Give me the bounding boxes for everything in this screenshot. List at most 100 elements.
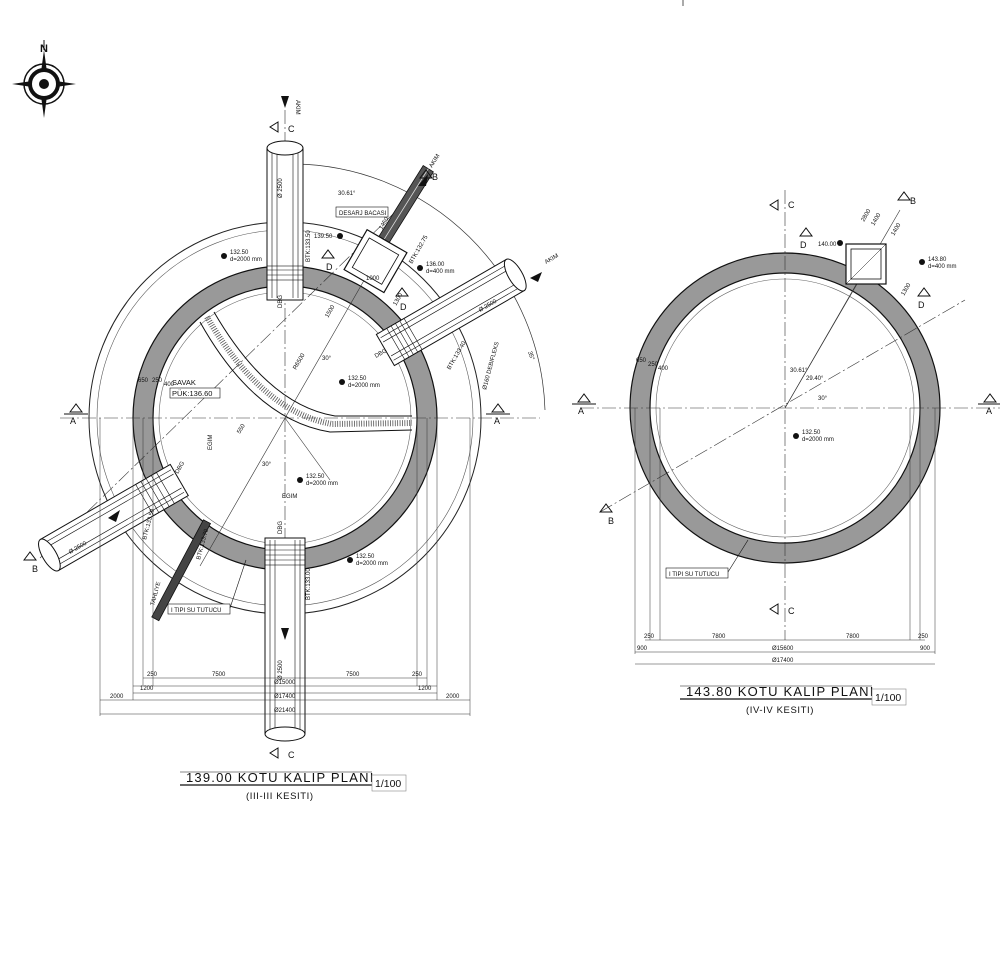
- su-tutucu-leader: [229, 559, 247, 609]
- left-plan-scale: 1/100: [375, 778, 401, 790]
- right-radial-line-2: [784, 209, 901, 409]
- right-su-tutucu-leader: [727, 539, 749, 573]
- pipe-top-label: Ø 2500: [278, 178, 284, 198]
- right-dim-250a: 250: [644, 634, 655, 640]
- north-label: N: [40, 43, 48, 55]
- dim-1200a: 1200: [140, 686, 154, 692]
- pipe-top: [266, 140, 304, 301]
- section-marker-d-left-icon: [321, 249, 335, 259]
- left-radial-line-2: [199, 417, 286, 567]
- right-plan-title: 143.80 KOTU KALIP PLANI: [686, 684, 875, 699]
- btk-label-5: BTK:133.00: [306, 568, 312, 600]
- section-b-left: B: [32, 564, 38, 574]
- dim-650: 650: [138, 378, 149, 384]
- svg-text:d=2000 mm: d=2000 mm: [348, 383, 380, 389]
- svg-text:132.50: 132.50: [348, 376, 367, 382]
- right-dim-15600: Ø15600: [772, 646, 794, 652]
- radius-label-1: R6500: [293, 352, 307, 371]
- svg-text:139.50: 139.50: [314, 234, 333, 240]
- section-marker-d-right-icon: [395, 287, 409, 297]
- angle-label-4: 35°: [526, 351, 535, 362]
- right-elev-top: 143.80 d=400 mm: [919, 257, 957, 270]
- drain-pipe: [151, 519, 212, 622]
- elev-marker-small: 139.50: [314, 233, 343, 240]
- svg-text:132.50: 132.50: [356, 554, 375, 560]
- angle-label-1: 30.61°: [338, 191, 356, 197]
- flow-arrow-top-icon: [281, 96, 289, 108]
- right-section-b-left: B: [608, 516, 614, 526]
- right-su-tutucu-label: I TIPI SU TUTUCU: [669, 572, 719, 578]
- btk-label-6: BTK:132.75: [409, 234, 430, 265]
- dim-1200b: 1200: [418, 686, 432, 692]
- savak-kot-label: PÜK:136.60: [172, 389, 212, 398]
- svg-text:d=2000 mm: d=2000 mm: [802, 437, 834, 443]
- dim-2000b: 2000: [446, 694, 460, 700]
- right-section-a-right: A: [986, 406, 992, 416]
- right-elev-small: 140.00: [818, 240, 843, 248]
- right-section-marker-b-right-icon: [897, 191, 911, 201]
- svg-text:d=2000 mm: d=2000 mm: [230, 257, 262, 263]
- right-dim-7800b: 7800: [846, 634, 860, 640]
- right-angle-3: 30°: [818, 396, 828, 402]
- desarj-label: DESARJ BACASI: [339, 211, 387, 217]
- left-plan-subtitle: (III-III KESITI): [246, 791, 314, 802]
- right-angle-2: 29.40°: [806, 376, 824, 382]
- dbg-label-1: DBG: [278, 295, 284, 308]
- right-plan-scale: 1/100: [875, 692, 901, 704]
- right-section-marker-c-bottom-icon: [769, 603, 779, 615]
- svg-text:d=400 mm: d=400 mm: [426, 269, 455, 275]
- pipe-right: [375, 258, 527, 367]
- dim-21400: Ø21400: [274, 708, 296, 714]
- right-dim-400: 400: [658, 366, 669, 372]
- dbg-label-4: DBG: [175, 460, 187, 475]
- right-section-d-left: D: [800, 240, 807, 250]
- dim-1000: 1000: [366, 276, 380, 282]
- right-section-marker-a-left-icon: [577, 393, 591, 403]
- flow-label-discharge: AKIM: [429, 153, 442, 169]
- right-section-d-right: D: [918, 300, 925, 310]
- svg-text:132.50: 132.50: [230, 250, 249, 256]
- svg-text:d=2000 mm: d=2000 mm: [356, 561, 388, 567]
- section-a-left: A: [70, 416, 76, 426]
- elev-marker-1: 132.50 d=2000 mm: [221, 250, 262, 263]
- savak-weir-hatch: [204, 315, 413, 428]
- dim-1500: 1500: [325, 304, 337, 319]
- left-radial-line-3: [284, 417, 331, 481]
- right-dim-250: 250: [648, 362, 659, 368]
- right-section-marker-d-right-icon: [917, 287, 931, 297]
- section-a-right: A: [494, 416, 500, 426]
- right-section-a-left: A: [578, 406, 584, 416]
- btk-label-1: BTK:133.50: [306, 230, 312, 262]
- elev-marker-3: 132.50 d=2000 mm: [297, 474, 338, 487]
- right-plan-subtitle: (IV-IV KESITI): [746, 705, 814, 716]
- section-marker-c-bottom-icon: [269, 747, 279, 759]
- dim-250a: 250: [147, 672, 158, 678]
- right-section-c-top: C: [788, 200, 795, 210]
- flow-label-top: AKIM: [294, 100, 300, 115]
- elev-marker-2: 132.50 d=2000 mm: [339, 376, 380, 389]
- dim-250b: 250: [412, 672, 423, 678]
- flow-arrow-discharge-icon: [418, 174, 428, 186]
- elev-marker-5: 136.00 d=400 mm: [417, 262, 455, 275]
- left-radial-line-1: [284, 269, 371, 419]
- right-axis-b: [599, 299, 966, 513]
- right-section-marker-c-top-icon: [769, 199, 779, 211]
- savak-label: SAVAK: [172, 378, 196, 387]
- pipe-bottom-label: Ø 2500: [278, 660, 284, 680]
- angle-label-3: 30°: [262, 462, 272, 468]
- flow-arrow-right-icon: [530, 272, 542, 282]
- section-marker-b-left-icon: [23, 551, 37, 561]
- right-dim-900a: 900: [637, 646, 648, 652]
- section-marker-a-left-icon: [69, 403, 83, 413]
- savak-weir-edge-2: [213, 311, 412, 417]
- su-tutucu-label: I TIPI SU TUTUCU: [171, 608, 221, 614]
- right-dim-7800a: 7800: [712, 634, 726, 640]
- dim-17400: Ø17400: [274, 694, 296, 700]
- section-c-top: C: [288, 124, 295, 134]
- right-section-c-bottom: C: [788, 606, 795, 616]
- svg-text:132.50: 132.50: [802, 430, 821, 436]
- right-section-marker-a-right-icon: [983, 393, 997, 403]
- right-section-b-right: B: [910, 196, 916, 206]
- flow-label-right: AKIM: [544, 253, 560, 266]
